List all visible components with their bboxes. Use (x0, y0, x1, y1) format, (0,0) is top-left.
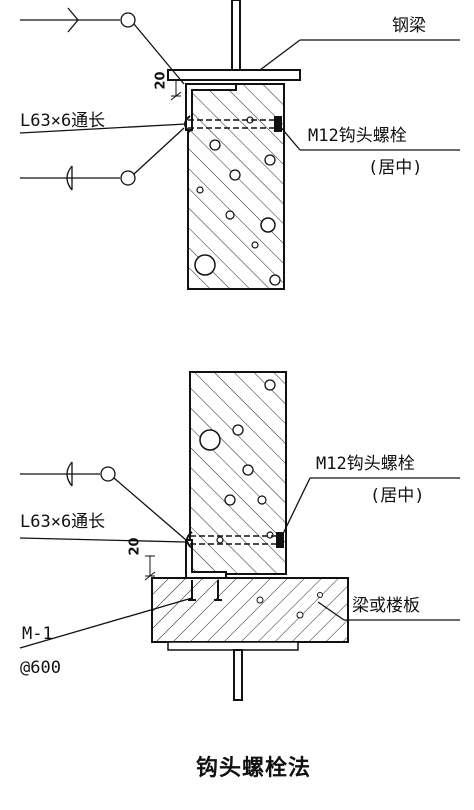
steel-beam-label: 钢梁 (392, 16, 426, 36)
top-steel-beam-web (231, 0, 241, 71)
embed-plate-label: M-1 (22, 624, 53, 644)
spacing-label: @600 (20, 658, 61, 678)
beam-or-slab (151, 577, 349, 701)
drawing-title: 钩头螺栓法 (196, 756, 312, 781)
top-steel-beam-flange (167, 69, 301, 81)
top-bolt-label: M12钩头螺栓 (308, 126, 407, 146)
top-leader-lines (19, 7, 460, 191)
top-wall-block (187, 83, 285, 290)
bottom-dim-label: 20 (127, 537, 143, 556)
bottom-leader-lines (19, 461, 460, 649)
bottom-wall-block (189, 371, 287, 575)
bottom-centered-label: (居中) (370, 486, 425, 506)
top-centered-label: (居中) (368, 158, 423, 178)
bottom-angle-label: L63×6通长 (20, 512, 106, 532)
top-angle-label: L63×6通长 (20, 111, 106, 131)
bottom-bolt-label: M12钩头螺栓 (316, 454, 415, 474)
beam-or-slab-label: 梁或楼板 (352, 596, 420, 616)
embedded-plate-anchors (188, 580, 222, 601)
bottom-dimension-20 (144, 555, 156, 581)
top-angle-steel (185, 83, 237, 131)
top-dimension-20 (170, 79, 182, 101)
top-dim-label: 20 (153, 71, 169, 90)
